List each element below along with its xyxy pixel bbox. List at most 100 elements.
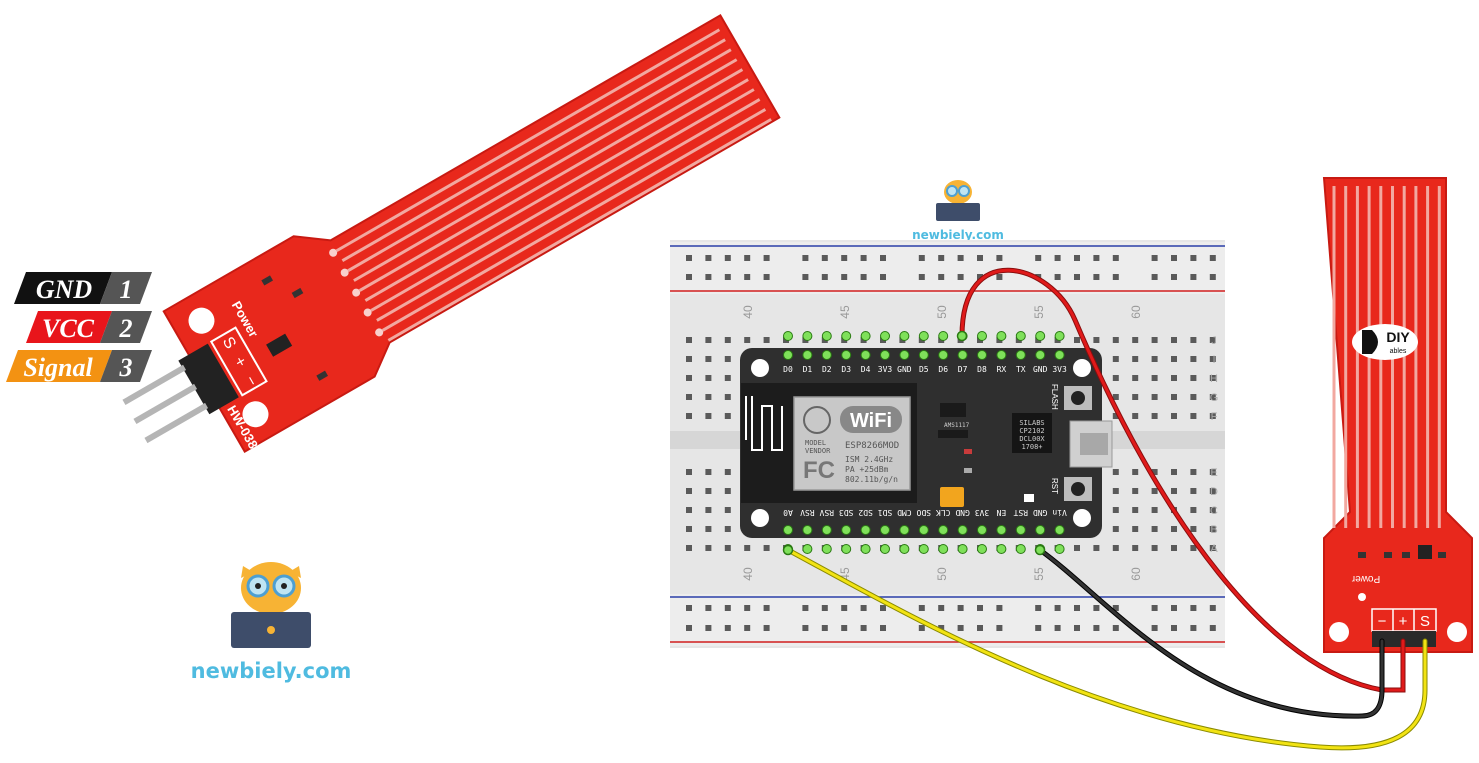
header-pin	[802, 350, 813, 360]
breadboard-hole	[686, 526, 692, 532]
col-num-40-bottom: 40	[741, 567, 755, 581]
rail-hole	[1171, 274, 1177, 280]
trace-pad	[329, 248, 338, 257]
breadboard-hole	[1209, 413, 1216, 419]
header-pin	[1054, 331, 1065, 341]
rail-hole	[724, 274, 731, 280]
breadboard-hole	[1132, 337, 1139, 343]
transistor	[266, 333, 293, 357]
col-num-55-bottom: 55	[1032, 567, 1046, 581]
header-pin	[1035, 331, 1046, 341]
breadboard-hole	[724, 394, 731, 400]
top-pin-label: 3V3	[878, 365, 893, 374]
breadboard-hole	[1132, 488, 1139, 494]
rail-hole	[880, 255, 886, 261]
model-text: MODEL	[805, 439, 826, 447]
rail-hole	[996, 255, 1003, 261]
pin-name-gnd: GND	[36, 275, 93, 304]
spec-wifi: 802.11b/g/n	[845, 475, 898, 484]
bottom-pin-label: SD2	[858, 508, 873, 517]
sensor-traces	[329, 28, 772, 342]
breadboard-hole	[1132, 375, 1139, 381]
rail-hole	[1112, 274, 1119, 280]
breadboard-hole	[1190, 356, 1197, 362]
rail-hole	[1093, 625, 1100, 631]
pin-row-signal: Signal 3	[6, 350, 152, 382]
header-pin	[899, 525, 910, 535]
breadboard-hole	[1151, 507, 1158, 513]
top-pin-label: D7	[958, 365, 968, 374]
breadboard-hole	[724, 545, 731, 551]
rail-hole	[938, 605, 945, 611]
breadboard-hole	[705, 337, 712, 343]
breadboard-hole	[724, 356, 731, 362]
pin-num-gnd: 1	[120, 275, 133, 304]
breadboard-hole	[1209, 526, 1216, 532]
header-pin	[899, 331, 910, 341]
breadboard-hole	[744, 337, 751, 343]
top-pin-label: GND	[897, 365, 912, 374]
rail-hole	[841, 625, 848, 631]
breadboard-hole	[1209, 337, 1216, 343]
sensor-header	[178, 343, 239, 415]
rail-hole	[724, 625, 731, 631]
rail-hole	[1054, 274, 1061, 280]
rail-hole	[957, 255, 964, 261]
header-pin	[880, 544, 890, 554]
breadboard-hole	[1132, 356, 1139, 362]
top-pin-label: GND	[1033, 365, 1048, 374]
top-pin-label: RX	[997, 365, 1007, 374]
breadboard-hole	[1112, 526, 1119, 532]
col-num-55-top: 55	[1032, 305, 1046, 319]
rail-hole	[860, 255, 867, 261]
breadboard-hole	[686, 488, 692, 494]
header-pin	[860, 544, 871, 554]
rail-hole	[1190, 605, 1197, 611]
breadboard-hole	[686, 545, 692, 551]
rail-hole	[763, 625, 770, 631]
breadboard-hole	[1209, 356, 1216, 362]
rail-hole	[821, 625, 828, 631]
header-pin	[977, 350, 987, 360]
header-pin	[957, 525, 968, 535]
header-pin	[957, 544, 968, 554]
pin-row-vcc: VCC 2	[26, 311, 152, 343]
breadboard-hole	[1093, 545, 1100, 551]
breadboard-hole	[1151, 394, 1158, 400]
rail-hole	[957, 625, 964, 631]
brand-text-small: newbiely.com	[912, 228, 1004, 242]
rail-hole	[880, 274, 886, 280]
breadboard-hole	[686, 394, 692, 400]
rail-hole	[763, 255, 770, 261]
right-pin-mark-s: S	[1420, 613, 1430, 630]
rail-hole	[821, 274, 828, 280]
flash-label: FLASH	[1050, 384, 1059, 410]
module-text: ESP8266MOD	[845, 441, 899, 451]
wire-end-gnd	[1034, 544, 1046, 556]
wire-vcc-red	[960, 268, 1405, 692]
bottom-pin-label: SD1	[878, 508, 893, 517]
chip-line-1: SILABS	[1019, 419, 1044, 427]
header-pin	[977, 331, 987, 341]
header-pin	[1035, 350, 1046, 360]
chip-line-4: 1708+	[1021, 443, 1042, 451]
breadboard-hole	[1171, 413, 1177, 419]
rail-hole	[1171, 605, 1177, 611]
header-pin	[821, 331, 832, 341]
chip-line-3: DCL00X	[1019, 435, 1045, 443]
nodemcu-header-pins	[783, 331, 1065, 554]
row-letter-h: H	[1210, 373, 1218, 385]
rail-hole	[705, 605, 712, 611]
breadboard-hole	[1171, 545, 1177, 551]
rail-hole	[1054, 625, 1061, 631]
laptop-icon-small	[936, 203, 980, 221]
breadboard-hole	[1093, 337, 1100, 343]
rail-hole	[1209, 625, 1216, 631]
pin-name-vcc: VCC	[42, 314, 95, 343]
pin-num-signal: 3	[119, 353, 133, 382]
header-pin	[996, 544, 1007, 554]
breadboard-hole	[1151, 488, 1158, 494]
rail-hole	[996, 625, 1003, 631]
